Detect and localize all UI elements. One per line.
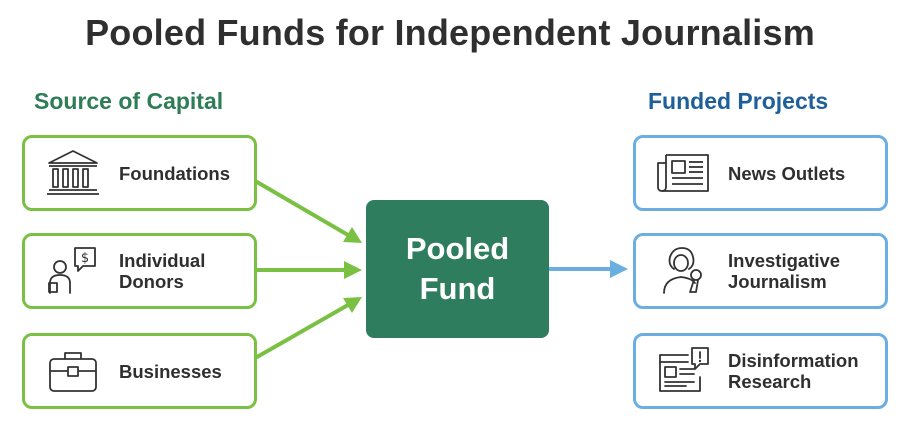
- project-label-line1: News Outlets: [728, 162, 846, 184]
- source-label-line1: Foundations: [119, 162, 230, 184]
- source-businesses: Businesses: [22, 333, 257, 409]
- source-heading: Source of Capital: [34, 88, 224, 114]
- source-label: Businesses: [119, 361, 222, 382]
- project-disinformation-research: Disinformation Research: [633, 333, 888, 409]
- project-label: Disinformation Research: [728, 350, 859, 392]
- pooled-fund-line1: Pooled: [405, 231, 510, 266]
- source-label: Foundations: [119, 163, 230, 184]
- reporter-microphone-icon: [663, 247, 702, 294]
- source-label-line1: Individual: [119, 250, 206, 271]
- project-label: Investigative Journalism: [728, 250, 840, 292]
- building-columns-icon: [47, 150, 99, 195]
- arrowhead-donors: [344, 261, 362, 279]
- source-label-line2: Donors: [119, 271, 184, 292]
- projects-heading: Funded Projects: [648, 88, 829, 114]
- arrow-businesses: [255, 303, 350, 359]
- arrowhead-businesses: [343, 297, 362, 313]
- arrowhead-foundations: [343, 227, 362, 243]
- browser-alert-icon: [659, 347, 709, 392]
- project-news-outlets: News Outlets: [633, 135, 888, 211]
- pooled-fund-box: Pooled Fund: [366, 200, 549, 338]
- newspaper-icon: [657, 154, 709, 192]
- source-label-line1: Businesses: [119, 360, 222, 382]
- svg-text:$: $: [81, 251, 89, 266]
- pooled-fund-line2: Fund: [419, 271, 496, 306]
- project-label: News Outlets: [728, 163, 845, 184]
- source-foundations: Foundations: [22, 135, 257, 211]
- page-title: Pooled Funds for Independent Journalism: [85, 12, 815, 53]
- arrow-foundations: [255, 180, 350, 237]
- source-individual-donors: $ Individual Donors: [22, 233, 257, 309]
- arrowhead-to-projects: [610, 260, 628, 278]
- project-label-line1: Disinformation: [728, 350, 859, 371]
- briefcase-icon: [49, 352, 97, 392]
- project-label-line1: Investigative: [728, 250, 841, 271]
- project-label-line2: Journalism: [728, 271, 827, 292]
- project-label-line2: Research: [728, 371, 812, 392]
- project-investigative-journalism: Investigative Journalism: [633, 233, 888, 309]
- source-label: Individual Donors: [119, 250, 205, 292]
- person-with-dollar-speech-icon: $: [48, 247, 96, 294]
